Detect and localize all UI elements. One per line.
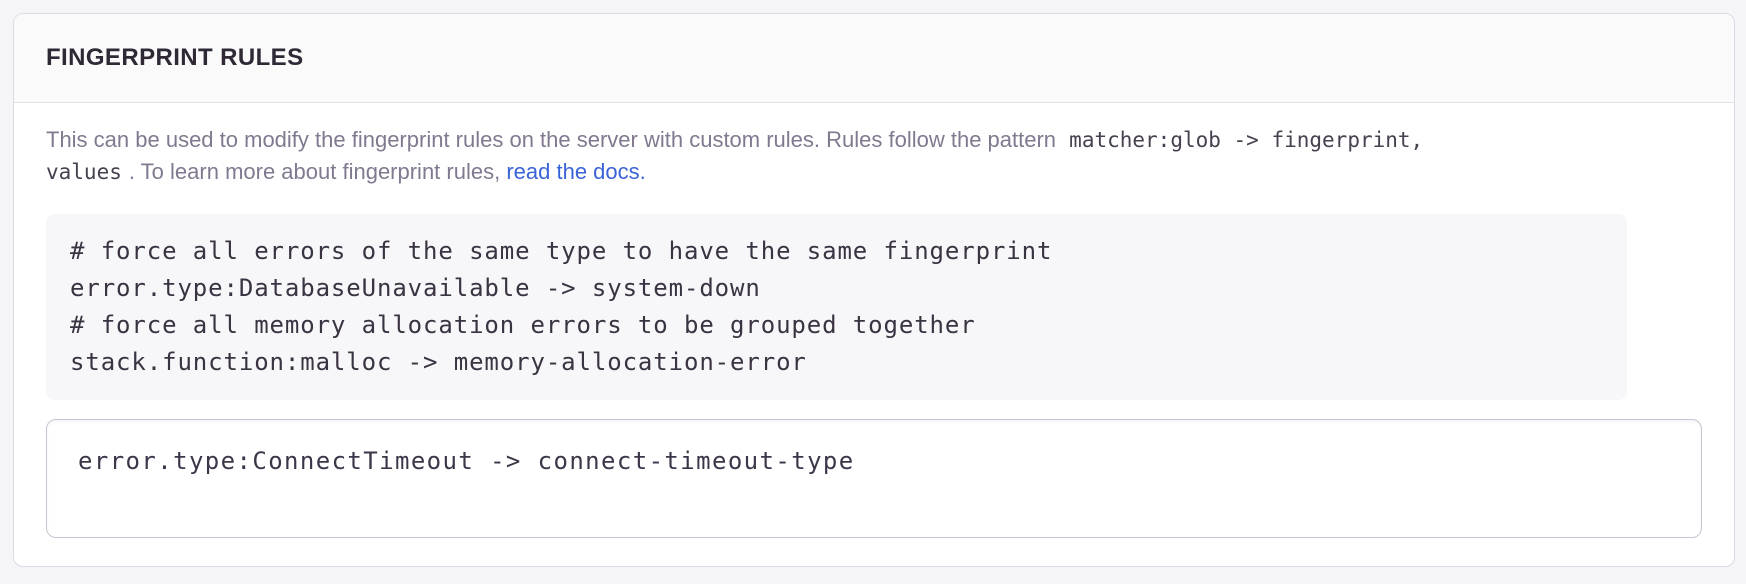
example-code-block: # force all errors of the same type to h…: [46, 214, 1627, 400]
code-line: # force all errors of the same type to h…: [70, 237, 1053, 265]
panel-header: FINGERPRINT RULES: [14, 14, 1734, 103]
fingerprint-rules-panel: FINGERPRINT RULES This can be used to mo…: [13, 13, 1735, 567]
panel-body: This can be used to modify the fingerpri…: [14, 103, 1734, 565]
description-text-after: . To learn more about fingerprint rules,: [128, 159, 507, 184]
description-text-before: This can be used to modify the fingerpri…: [46, 127, 1057, 152]
fingerprint-rules-textarea[interactable]: error.type:ConnectTimeout -> connect-tim…: [46, 419, 1702, 538]
read-the-docs-link[interactable]: read the docs.: [506, 159, 646, 184]
code-line: stack.function:malloc -> memory-allocati…: [70, 348, 807, 376]
panel-title: FINGERPRINT RULES: [46, 44, 304, 71]
field-description: This can be used to modify the fingerpri…: [46, 124, 1627, 188]
pattern-code-part1: matcher:glob -> fingerprint,: [1069, 128, 1424, 152]
code-line: error.type:DatabaseUnavailable -> system…: [70, 274, 761, 302]
pattern-code-part2: values: [46, 160, 122, 184]
code-line: # force all memory allocation errors to …: [70, 311, 976, 339]
